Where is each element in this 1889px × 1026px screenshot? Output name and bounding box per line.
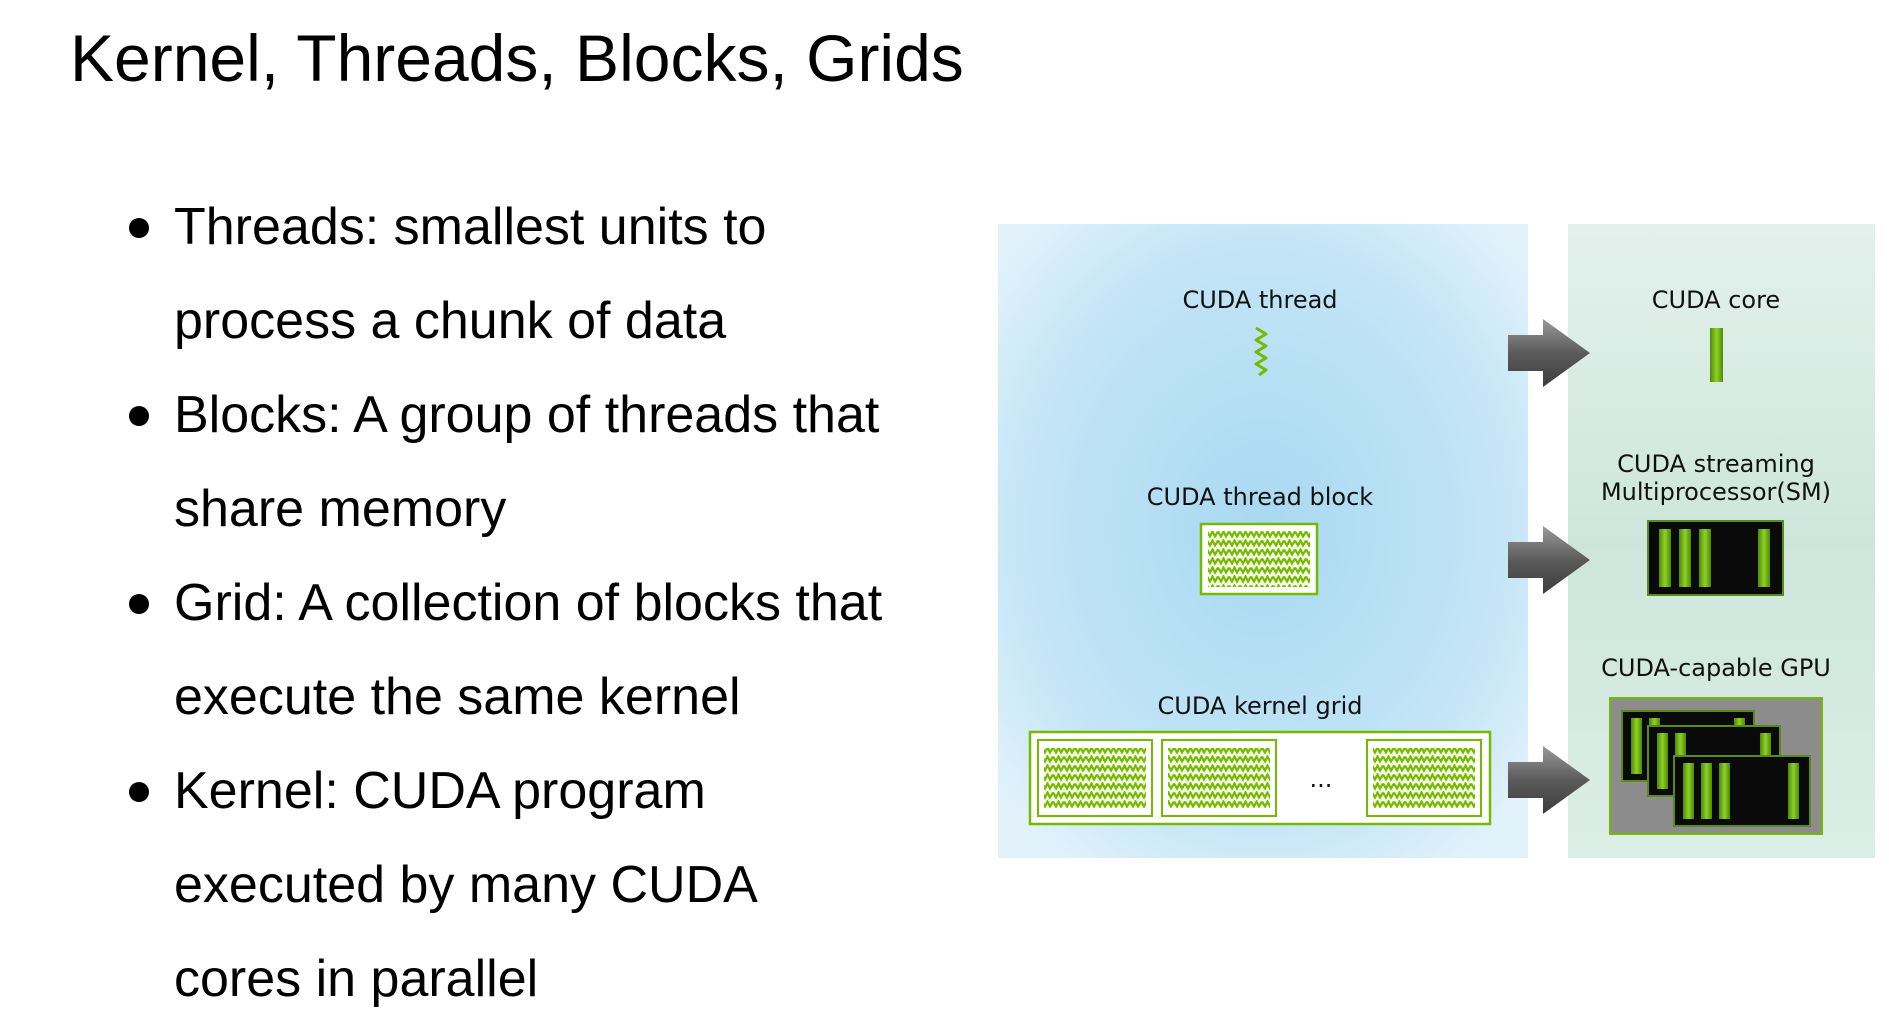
cuda-gpu-label: CUDA-capable GPU — [1601, 654, 1831, 682]
bullet-list: Threads: smallest units to process a chu… — [126, 180, 1024, 1026]
bullet-item-threads: Threads: smallest units to process a chu… — [126, 180, 1024, 368]
thread-block-threads — [1208, 531, 1310, 587]
cuda-thread-icon — [1254, 326, 1268, 377]
bullet-line: Blocks: A group of threads that — [174, 386, 880, 444]
cuda-sm-label-line2: Multiprocessor(SM) — [1601, 478, 1831, 506]
cuda-thread-label: CUDA thread — [1182, 286, 1337, 314]
bullet-line: share memory — [174, 480, 507, 538]
cuda-kernel-grid-icon — [1028, 730, 1492, 826]
bullet-line: cores in parallel — [174, 950, 539, 1008]
cuda-core-icon — [1710, 328, 1723, 382]
arrow-grid-to-gpu — [1508, 746, 1590, 814]
bullet-line: Threads: smallest units to — [174, 198, 767, 256]
cuda-diagram: CUDA thread CUDA core CUDA thread block … — [998, 224, 1875, 858]
bullet-line: process a chunk of data — [174, 292, 727, 350]
bullet-item-blocks: Blocks: A group of threads that share me… — [126, 368, 1024, 556]
cuda-sm-label-line1: CUDA streaming — [1617, 450, 1815, 478]
bullet-line: execute the same kernel — [174, 668, 741, 726]
bullet-line: Kernel: CUDA program — [174, 762, 706, 820]
bullet-line: Grid: A collection of blocks that — [174, 574, 883, 632]
arrow-block-to-sm — [1508, 526, 1590, 594]
bullet-dot — [129, 594, 149, 614]
bullet-dot — [129, 406, 149, 426]
cuda-thread-block-label: CUDA thread block — [1147, 483, 1374, 511]
cuda-kernel-grid-label: CUDA kernel grid — [1158, 692, 1363, 720]
cuda-gpu-icon — [1609, 697, 1823, 835]
slide-title: Kernel, Threads, Blocks, Grids — [70, 21, 964, 95]
bullet-line: executed by many CUDA — [174, 856, 758, 914]
cuda-sm-icon — [1647, 520, 1784, 596]
bullet-item-kernel: Kernel: CUDA program executed by many CU… — [126, 744, 1024, 1026]
cuda-core-label: CUDA core — [1652, 286, 1780, 314]
bullet-item-grid: Grid: A collection of blocks that execut… — [126, 556, 1024, 744]
bullet-dot — [129, 782, 149, 802]
arrow-thread-to-core — [1508, 319, 1590, 387]
bullet-dot — [129, 218, 149, 238]
grid-ellipsis: ... — [1310, 765, 1333, 793]
